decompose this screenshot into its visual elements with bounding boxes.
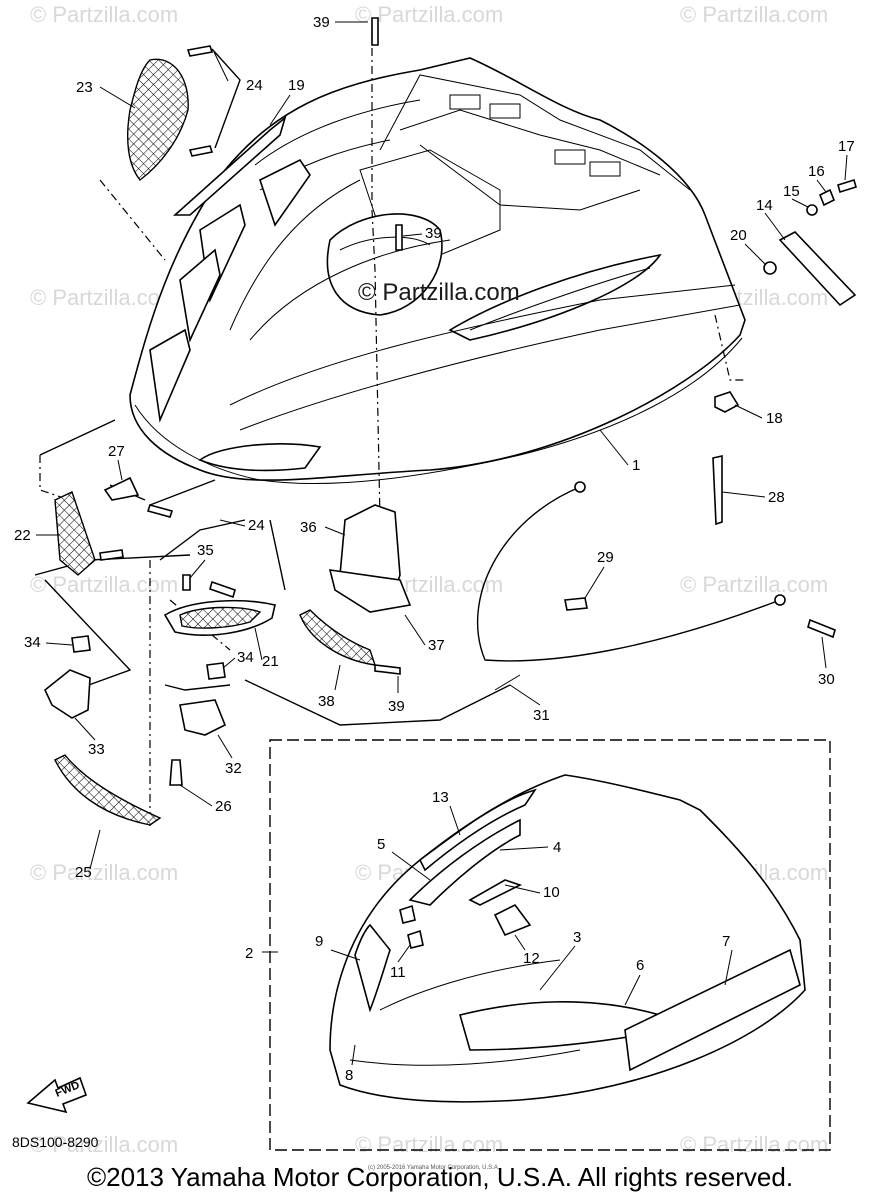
callout-24: 24 xyxy=(246,77,263,94)
callout-37: 37 xyxy=(428,637,445,654)
callout-16: 16 xyxy=(808,163,825,180)
watermark-text: © Partzilla.com xyxy=(680,572,828,597)
callout-13: 13 xyxy=(432,789,449,806)
callout-11: 11 xyxy=(390,964,406,981)
callout-32: 32 xyxy=(225,760,242,777)
callout-18: 18 xyxy=(766,410,783,427)
callout-39: 39 xyxy=(425,225,442,242)
callout-33: 33 xyxy=(88,741,105,758)
callout-20: 20 xyxy=(730,227,747,244)
callout-5: 5 xyxy=(377,836,385,853)
watermark-text: © Partzilla.com xyxy=(30,2,178,27)
callout-24: 24 xyxy=(248,517,265,534)
callout-25: 25 xyxy=(75,864,92,881)
callout-26: 26 xyxy=(215,798,232,815)
callout-27: 27 xyxy=(108,443,125,460)
graphic-kit-box xyxy=(269,739,831,1151)
stripe-part-19 xyxy=(172,115,287,216)
callout-39: 39 xyxy=(313,14,330,31)
callouts: 1 2 3 4 5 6 7 8 9 10 11 12 13 14 15 16 1… xyxy=(14,14,855,1084)
callout-29: 29 xyxy=(597,549,614,566)
callout-22: 22 xyxy=(14,527,31,544)
callout-36: 36 xyxy=(300,519,317,536)
watermark-text: © Partzilla.com xyxy=(30,285,178,310)
leader-lines xyxy=(34,30,745,830)
copyright-notice: ©2013 Yamaha Motor Corporation, U.S.A. A… xyxy=(86,1162,794,1192)
right-side-parts xyxy=(476,178,857,691)
callout-3: 3 xyxy=(573,929,581,946)
center-watermark: © Partzilla.com xyxy=(358,279,520,306)
watermark-text: © Partzilla.com xyxy=(355,2,503,27)
callout-28: 28 xyxy=(768,489,785,506)
callout-21: 21 xyxy=(262,653,279,670)
center-parts xyxy=(299,17,412,675)
hood-assembly-drawing xyxy=(129,57,746,485)
callout-30: 30 xyxy=(818,671,835,688)
watermark-text: © Partzilla.com xyxy=(680,1132,828,1157)
callout-39: 39 xyxy=(388,698,405,715)
callout-38: 38 xyxy=(318,693,335,710)
watermark-text: © Partzilla.com xyxy=(30,1132,178,1157)
callout-12: 12 xyxy=(523,950,540,967)
callout-8: 8 xyxy=(345,1067,353,1084)
callout-34: 34 xyxy=(24,634,41,651)
callout-4: 4 xyxy=(553,839,561,856)
callout-17: 17 xyxy=(838,138,855,155)
callout-2: 2 xyxy=(245,945,253,962)
callout-19: 19 xyxy=(288,77,305,94)
callout-31: 31 xyxy=(533,707,550,724)
grille-upper-left xyxy=(127,45,241,181)
callout-1: 1 xyxy=(632,457,640,474)
callout-7: 7 xyxy=(722,933,730,950)
fine-print: (c) 2005-2016 Yamaha Motor Corporation, … xyxy=(368,1165,500,1171)
callout-14: 14 xyxy=(756,197,773,214)
watermark-text: © Partzilla.com xyxy=(355,1132,503,1157)
callout-23: 23 xyxy=(76,79,93,96)
graphic-kit-drawing xyxy=(329,774,806,1103)
left-side-parts xyxy=(44,476,276,826)
callout-34: 34 xyxy=(237,649,254,666)
watermark-text: © Partzilla.com xyxy=(30,572,178,597)
fwd-arrow-icon: FWD xyxy=(26,1076,88,1114)
diagram-code: 8DS100-8290 xyxy=(12,1134,99,1150)
callout-6: 6 xyxy=(636,957,644,974)
callout-35: 35 xyxy=(197,542,214,559)
callout-10: 10 xyxy=(543,884,560,901)
callout-9: 9 xyxy=(315,933,323,950)
callout-leaders xyxy=(36,21,848,1066)
watermark-text: © Partzilla.com xyxy=(680,2,828,27)
watermark-text: © Partzilla.com xyxy=(30,860,178,885)
callout-15: 15 xyxy=(783,183,800,200)
